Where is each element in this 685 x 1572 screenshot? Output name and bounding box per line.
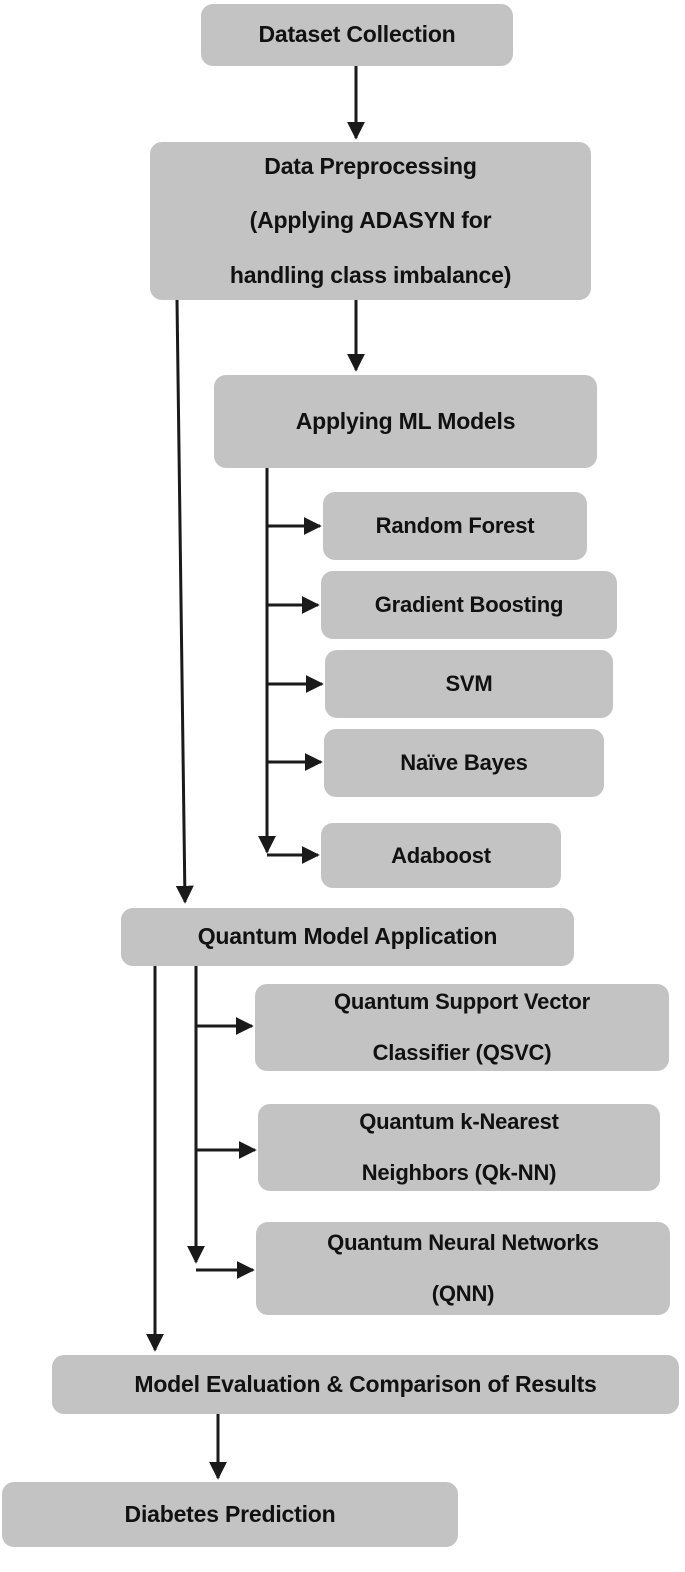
node-data-preprocessing[interactable]: Data Preprocessing (Applying ADASYN for …	[150, 142, 591, 300]
node-dataset-collection[interactable]: Dataset Collection	[201, 4, 513, 66]
node-random-forest[interactable]: Random Forest	[323, 492, 587, 560]
node-applying-ml-models[interactable]: Applying ML Models	[214, 375, 597, 468]
node-label: Dataset Collection	[258, 21, 456, 48]
node-label: Quantum Neural Networks (QNN)	[327, 1229, 599, 1307]
node-adaboost[interactable]: Adaboost	[321, 823, 561, 888]
node-label: Model Evaluation & Comparison of Results	[134, 1370, 597, 1397]
node-gradient-boosting[interactable]: Gradient Boosting	[321, 571, 617, 639]
node-label: Random Forest	[375, 513, 535, 539]
node-label: SVM	[445, 671, 493, 697]
node-qnn[interactable]: Quantum Neural Networks (QNN)	[256, 1222, 670, 1315]
node-label: Data Preprocessing (Applying ADASYN for …	[229, 153, 512, 288]
node-label: Diabetes Prediction	[124, 1500, 336, 1527]
node-label: Quantum k-Nearest Neighbors (Qk-NN)	[359, 1108, 559, 1186]
node-naive-bayes[interactable]: Naïve Bayes	[324, 729, 604, 797]
edge-preprocessing-to-quantum	[175, 299, 194, 904]
node-model-evaluation[interactable]: Model Evaluation & Comparison of Results	[52, 1355, 679, 1414]
node-label: Adaboost	[391, 842, 491, 868]
node-label: Applying ML Models	[295, 407, 516, 434]
node-qsvc[interactable]: Quantum Support Vector Classifier (QSVC)	[255, 984, 669, 1071]
node-diabetes-prediction[interactable]: Diabetes Prediction	[2, 1482, 458, 1547]
node-label: Gradient Boosting	[374, 592, 564, 618]
node-svm[interactable]: SVM	[325, 650, 613, 718]
node-label: Naïve Bayes	[400, 750, 528, 776]
node-label: Quantum Model Application	[197, 923, 498, 950]
node-quantum-model-application[interactable]: Quantum Model Application	[121, 908, 574, 966]
node-label: Quantum Support Vector Classifier (QSVC)	[334, 988, 590, 1066]
node-qknn[interactable]: Quantum k-Nearest Neighbors (Qk-NN)	[258, 1104, 660, 1191]
